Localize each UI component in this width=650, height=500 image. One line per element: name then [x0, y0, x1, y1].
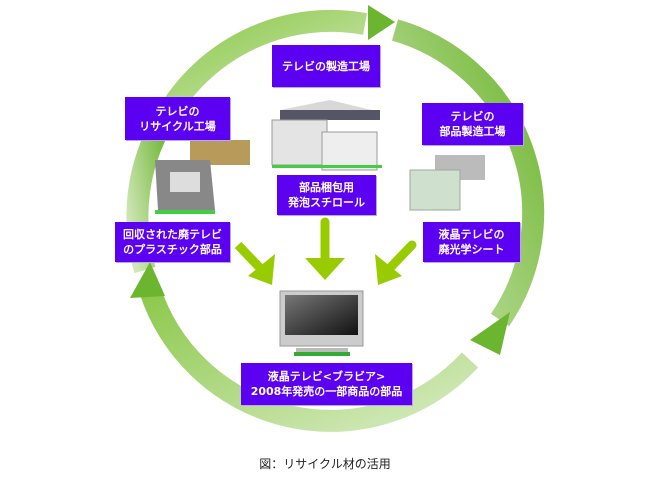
label-line: 廃光学シート: [438, 243, 505, 256]
label-bravia: 液晶テレビ<ブラビア> 2008年発売の一部商品の部品: [241, 363, 412, 405]
label-line: 回収された廃テレビ: [123, 228, 222, 241]
label-line: のプラスチック部品: [123, 243, 222, 256]
label-line: リサイクル工場: [139, 119, 216, 133]
lcd-tv-image: [279, 290, 364, 356]
recycle-factory-building: [155, 140, 250, 214]
label-line: 発泡スチロール: [288, 196, 365, 209]
label-line: 部品製造工場: [439, 125, 506, 138]
cycle-arrowhead-top: [368, 5, 395, 40]
label-styrofoam: 部品梱包用発泡スチロール: [277, 175, 376, 215]
label-line: 部品梱包用: [299, 181, 354, 194]
label-line: 2008年発売の一部商品の部品: [250, 385, 403, 398]
label-line: テレビの: [155, 104, 200, 118]
label-recycle-factory: テレビのリサイクル工場: [125, 97, 230, 140]
label-tv-factory: テレビの製造工場: [272, 45, 380, 87]
cycle-arrowhead-left: [130, 262, 165, 298]
figure-caption: 図：リサイクル材の活用: [259, 457, 391, 471]
label-parts-factory: テレビの部品製造工場: [422, 103, 523, 145]
flow-arrows: [234, 217, 417, 285]
label-plastic-parts: 回収された廃テレビのプラスチック部品: [115, 222, 230, 262]
cycle-arrowhead-right: [470, 312, 510, 355]
label-line: テレビの: [450, 110, 495, 123]
label-line: 液晶テレビ<ブラビア>: [267, 370, 386, 383]
label-optical-sheet: 液晶テレビの廃光学シート: [423, 222, 520, 262]
label-line: 液晶テレビの: [438, 228, 505, 241]
label-line: テレビの製造工場: [282, 59, 370, 73]
tv-factory-building: [271, 100, 382, 171]
parts-factory-building: [409, 155, 485, 211]
